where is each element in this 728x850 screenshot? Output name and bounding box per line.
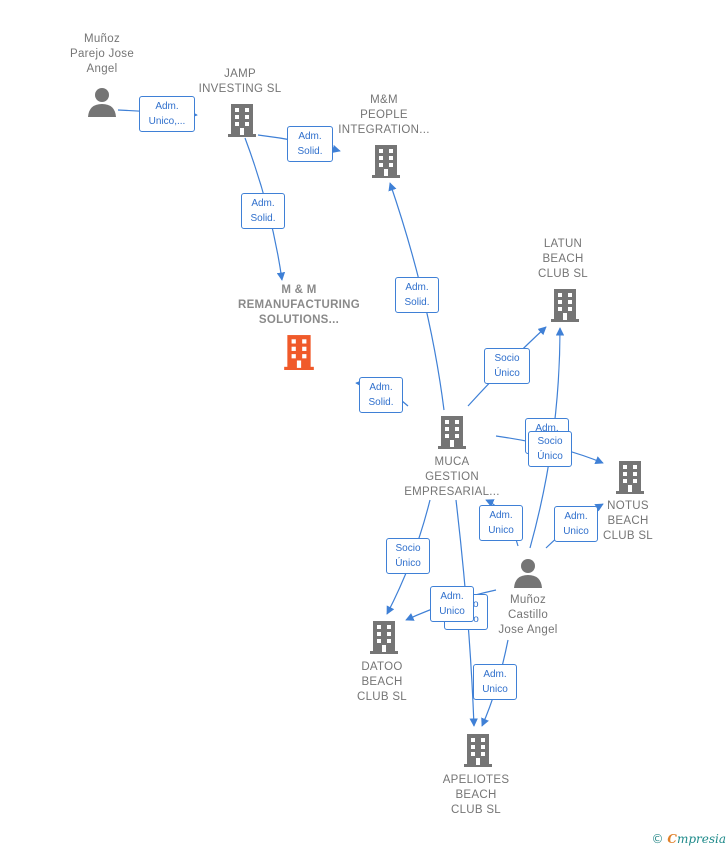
node-munoz-parejo[interactable]: Muñoz Parejo Jose Angel: [52, 32, 152, 122]
building-icon: [464, 734, 492, 767]
building-icon: [616, 461, 644, 494]
building-icon: [228, 104, 256, 137]
brand-footer: © Cmpresia: [652, 832, 726, 846]
edge-badge[interactable]: Adm. Solid.: [287, 126, 333, 162]
building-icon: [370, 621, 398, 654]
node-notus[interactable]: NOTUS BEACH CLUB SL: [578, 460, 678, 550]
edge-badge[interactable]: Socio Único: [528, 431, 572, 467]
node-jamp[interactable]: JAMP INVESTING SL: [190, 67, 290, 139]
node-mm-remanufacturing[interactable]: M & M REMANUFACTURING SOLUTIONS...: [222, 283, 376, 373]
node-label: DATOO BEACH CLUB SL: [356, 661, 408, 703]
node-mm-people[interactable]: M&M PEOPLE INTEGRATION...: [334, 93, 434, 183]
node-muca[interactable]: MUCA GESTION EMPRESARIAL...: [396, 415, 508, 505]
edge-badge[interactable]: Socio Único: [386, 538, 430, 574]
copyright-icon: ©: [651, 832, 664, 846]
edge-badge[interactable]: Adm. Solid.: [241, 193, 285, 229]
edge-badge[interactable]: Adm. Solid.: [395, 277, 439, 313]
edge-badge[interactable]: Adm. Solid.: [359, 377, 403, 413]
brand-logo-text: mpresia: [676, 832, 726, 846]
person-icon: [88, 88, 116, 117]
person-icon: [514, 559, 542, 588]
node-label: JAMP INVESTING SL: [198, 68, 282, 95]
building-icon: [372, 145, 400, 178]
node-apeliotes[interactable]: APELIOTES BEACH CLUB SL: [426, 733, 526, 823]
node-label: M&M PEOPLE INTEGRATION...: [338, 94, 430, 136]
brand-logo-initial: C: [667, 832, 677, 846]
node-datoo[interactable]: DATOO BEACH CLUB SL: [332, 620, 432, 710]
node-label: LATUN BEACH CLUB SL: [537, 238, 589, 280]
building-icon: [284, 335, 314, 370]
edge-badge[interactable]: Socio Único: [484, 348, 530, 384]
building-icon: [551, 289, 579, 322]
node-label: MUCA GESTION EMPRESARIAL...: [404, 456, 500, 498]
node-latun[interactable]: LATUN BEACH CLUB SL: [513, 237, 613, 327]
edge-badge[interactable]: Adm. Unico: [479, 505, 523, 541]
node-label: NOTUS BEACH CLUB SL: [602, 500, 654, 542]
edge-badge[interactable]: Adm. Unico: [473, 664, 517, 700]
edge-badge[interactable]: Adm. Unico,...: [139, 96, 195, 132]
node-munoz-castillo[interactable]: Muñoz Castillo Jose Angel: [478, 557, 578, 647]
edge-badge[interactable]: Adm. Unico: [430, 586, 474, 622]
building-icon: [438, 416, 466, 449]
node-label: Muñoz Castillo Jose Angel: [498, 594, 558, 636]
node-label: APELIOTES BEACH CLUB SL: [442, 774, 510, 816]
node-label: M & M REMANUFACTURING SOLUTIONS...: [237, 284, 361, 326]
edge-badge[interactable]: Adm. Unico: [554, 506, 598, 542]
node-label: Muñoz Parejo Jose Angel: [69, 33, 135, 75]
